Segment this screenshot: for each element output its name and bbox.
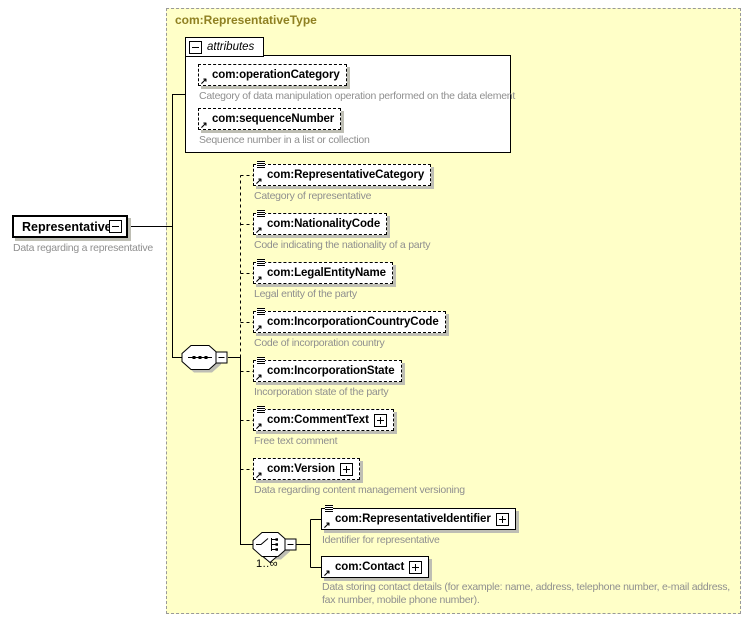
element-box-contact[interactable]: ↗ com:Contact <box>321 556 430 578</box>
sequence-icon[interactable] <box>181 345 228 373</box>
element-content-icon <box>257 210 265 217</box>
reference-arrow-icon: ↗ <box>255 274 263 284</box>
reference-arrow-icon: ↗ <box>323 520 331 530</box>
sequence-dot <box>204 356 208 359</box>
choice-icon-shape <box>252 532 288 557</box>
attribute-caption: Sequence number in a list or collection <box>199 134 370 146</box>
reference-arrow-icon: ↗ <box>255 225 263 235</box>
choice-occurrence-label: 1..∞ <box>256 558 279 570</box>
element-label: com:IncorporationCountryCode <box>267 316 439 328</box>
connector-choice-children <box>296 519 321 568</box>
element-box-incorporationstate[interactable]: ↗ com:IncorporationState <box>253 357 402 382</box>
expand-icon[interactable] <box>373 413 387 427</box>
element-caption: Code indicating the nationality of a par… <box>254 239 431 251</box>
element-box-representativeidentifier[interactable]: ↗ com:RepresentativeIdentifier <box>321 505 516 530</box>
attribute-caption: Category of data manipulation operation … <box>199 90 516 102</box>
connector-left-trunk <box>172 94 185 358</box>
element-caption: Incorporation state of the party <box>254 386 389 398</box>
element-label: com:RepresentativeIdentifier <box>335 513 491 525</box>
element-box-version[interactable]: ↗ com:Version <box>253 458 360 480</box>
connector-optional-children <box>240 175 253 470</box>
element-label: com:IncorporationState <box>267 365 395 377</box>
attributes-tab[interactable]: attributes <box>185 37 265 57</box>
complex-type-title: com:RepresentativeType <box>175 13 317 27</box>
element-label: com:NationalityCode <box>267 218 381 230</box>
choice-dot <box>275 548 278 551</box>
element-caption: Data storing contact details (for exampl… <box>322 581 730 606</box>
element-label: com:CommentText <box>267 414 369 426</box>
element-content-icon <box>257 161 265 168</box>
reference-arrow-icon: ↗ <box>255 470 263 480</box>
choice-glyph <box>256 538 276 551</box>
root-element-caption: Data regarding a representative <box>13 242 153 254</box>
expand-icon[interactable] <box>339 462 353 476</box>
reference-arrow-icon: ↗ <box>200 120 208 130</box>
reference-arrow-icon: ↗ <box>200 76 208 86</box>
element-label: com:RepresentativeCategory <box>267 169 425 181</box>
choice-icon[interactable] <box>252 532 297 564</box>
element-box-commenttext[interactable]: ↗ com:CommentText <box>253 406 394 431</box>
attribute-label: com:sequenceNumber <box>212 113 335 125</box>
repeat-marker-icon <box>261 556 279 564</box>
element-caption: Legal entity of the party <box>254 288 357 300</box>
reference-arrow-icon: ↗ <box>255 176 263 186</box>
attributes-tab-label: attributes <box>207 41 255 53</box>
element-label: com:LegalEntityName <box>267 267 386 279</box>
choice-dot <box>275 543 278 546</box>
reference-arrow-icon: ↗ <box>255 323 263 333</box>
element-content-icon <box>257 406 265 413</box>
element-box-representativecategory[interactable]: ↗ com:RepresentativeCategory <box>253 161 432 186</box>
sequence-dot <box>198 356 202 359</box>
attribute-label: com:operationCategory <box>212 69 340 81</box>
connector-to-choice <box>240 357 253 545</box>
expand-icon[interactable] <box>409 560 423 574</box>
element-caption: Free text comment <box>254 435 338 447</box>
root-collapse-icon[interactable] <box>109 220 122 233</box>
attributes-collapse-icon[interactable] <box>189 40 202 54</box>
element-caption: Category of representative <box>254 190 372 202</box>
expand-icon[interactable] <box>495 512 509 526</box>
element-caption: Identifier for representative <box>322 534 440 546</box>
element-content-icon <box>257 308 265 315</box>
sequence-dot <box>192 356 196 359</box>
attribute-box-operationcategory[interactable]: ↗ com:operationCategory <box>198 64 347 86</box>
reference-arrow-icon: ↗ <box>255 421 263 431</box>
element-caption: Code of incorporation country <box>254 337 385 349</box>
element-label: com:Contact <box>335 561 405 573</box>
root-element-label: Representative <box>22 219 112 234</box>
element-box-incorporationcountrycode[interactable]: ↗ com:IncorporationCountryCode <box>253 308 446 333</box>
element-content-icon <box>325 505 333 512</box>
element-content-icon <box>257 357 265 364</box>
element-label: com:Version <box>267 463 335 475</box>
attribute-box-sequencenumber[interactable]: ↗ com:sequenceNumber <box>198 108 342 130</box>
element-box-nationalitycode[interactable]: ↗ com:NationalityCode <box>253 210 388 235</box>
element-content-icon <box>257 259 265 266</box>
reference-arrow-icon: ↗ <box>255 372 263 382</box>
reference-arrow-icon: ↗ <box>323 568 331 578</box>
choice-dot <box>275 538 278 541</box>
element-box-legalentityname[interactable]: ↗ com:LegalEntityName <box>253 259 393 284</box>
root-element-box[interactable]: Representative <box>12 215 128 238</box>
element-caption: Data regarding content management versio… <box>254 484 465 496</box>
